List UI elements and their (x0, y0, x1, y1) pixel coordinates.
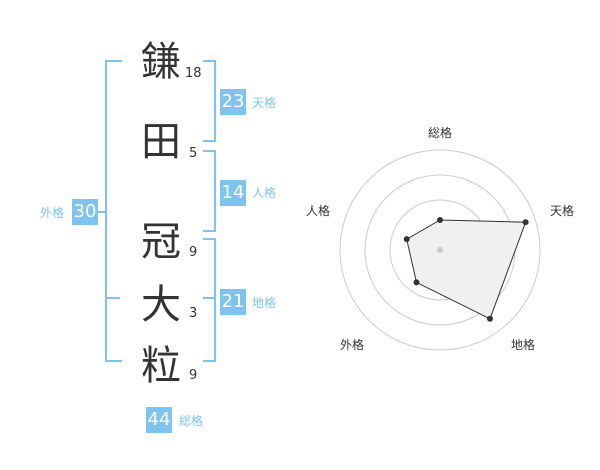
gaikaku-label: 外格 (40, 206, 65, 220)
gaikaku-tick-middle (105, 297, 120, 299)
stroke-count-3: 9 (189, 245, 198, 260)
radar-point-5 (403, 236, 410, 243)
name-char-4: 大 (141, 282, 181, 328)
radar-point-3 (486, 315, 493, 322)
name-char-2: 田 (141, 119, 181, 165)
radar-ring-4 (339, 149, 541, 351)
gaikaku-bracket (105, 60, 122, 362)
name-char-5: 粒 (141, 343, 181, 389)
soukaku-badge: 44 (146, 407, 172, 433)
chikaku-label: 地格 (252, 296, 277, 310)
radar-label-chikaku: 地格 (511, 338, 536, 352)
tenkaku-bracket (203, 60, 216, 142)
jinkaku-label: 人格 (252, 186, 277, 200)
gaikaku-connector (98, 211, 106, 213)
tenkaku-badge: 23 (220, 89, 246, 115)
radar-center-dot (437, 247, 443, 253)
soukaku-label: 総格 (179, 414, 204, 428)
stroke-count-5: 9 (189, 368, 198, 383)
chikaku-tick-middle (203, 297, 216, 299)
stroke-count-1: 18 (185, 66, 202, 81)
name-char-3: 冠 (141, 219, 181, 265)
radar-label-tenkaku: 天格 (550, 204, 575, 218)
gaikaku-badge: 30 (72, 199, 98, 225)
radar-label-soukaku: 総格 (428, 126, 453, 140)
name-char-1: 鎌 (141, 39, 181, 85)
radar-point-1 (437, 217, 443, 223)
jinkaku-badge: 14 (220, 180, 246, 206)
jinkaku-bracket (203, 150, 216, 232)
radar-label-gaikaku: 外格 (340, 338, 365, 352)
radar-polygon (406, 219, 527, 320)
radar-point-4 (413, 279, 420, 286)
chikaku-badge: 21 (220, 289, 246, 315)
stroke-count-2: 5 (189, 146, 198, 161)
radar-label-jinkaku: 人格 (306, 204, 331, 218)
chikaku-bracket (203, 238, 216, 362)
stroke-count-4: 3 (189, 306, 198, 321)
radar-point-2 (522, 219, 529, 226)
tenkaku-label: 天格 (252, 96, 277, 110)
